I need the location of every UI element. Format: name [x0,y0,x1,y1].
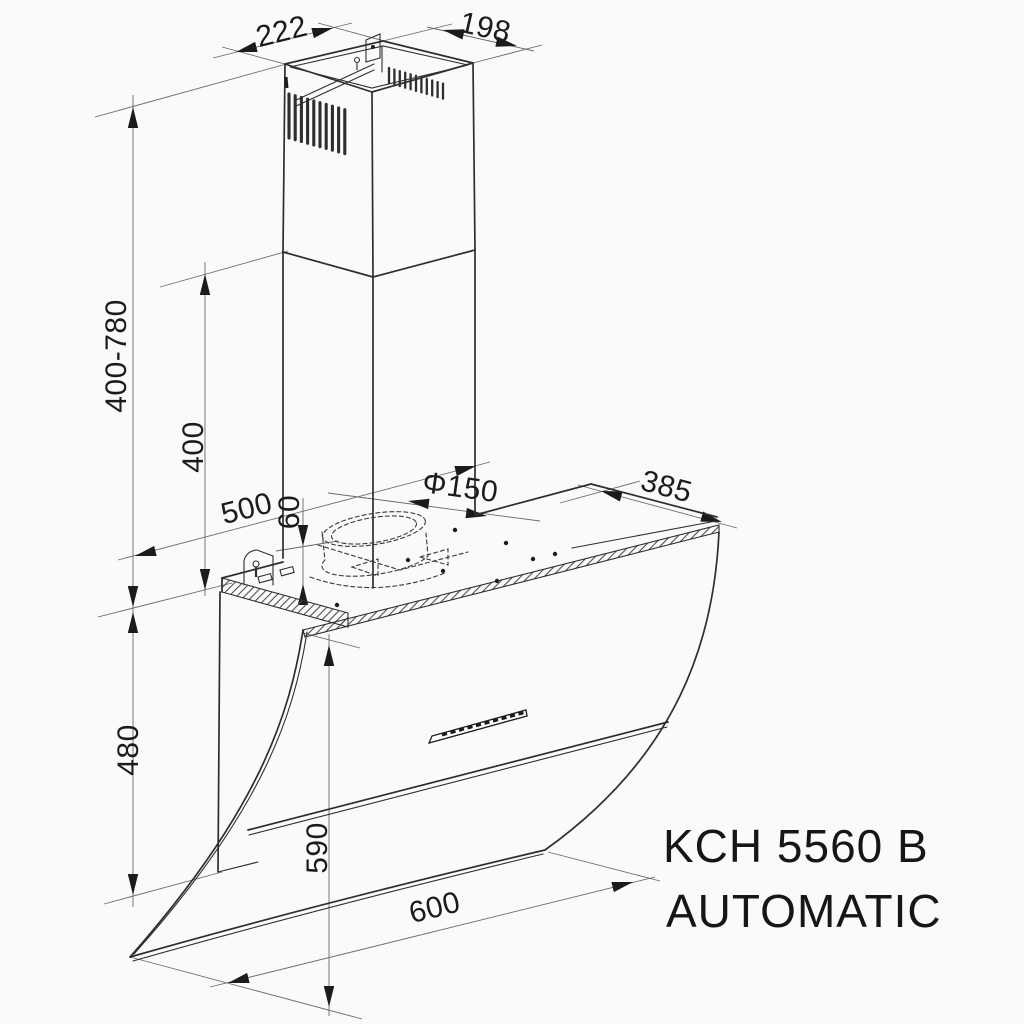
dim-chimney-height-range: 400-780 [100,299,133,413]
edge-tick [284,76,289,89]
dim-body-height: 480 [112,724,145,776]
dim-glass-height: 590 [301,822,334,874]
chimney-lower-section [282,249,476,589]
chimney-upper-section [282,33,476,278]
dimension-arrowheads [127,28,722,1007]
glass-seam [247,721,669,831]
vent-slats-right [387,66,445,100]
control-panel-strip [427,709,528,744]
canopy-bottom-edge [217,861,259,873]
dim-chimney-lower-height: 400 [177,421,210,473]
glass-top-edge [302,524,720,638]
duct-collar [309,511,469,589]
dim-duct-diameter: Φ150 [420,466,500,509]
dim-wall-to-front-depth: 500 [218,487,276,531]
control-buttons [441,711,524,737]
vent-slats-left [287,92,347,156]
canopy-left-edge [217,591,221,873]
wall-bracket [243,549,295,586]
dim-hood-width: 600 [406,886,464,930]
dim-body-top-depth: 385 [637,464,695,509]
glass-panel [129,524,720,962]
hood-body [217,483,718,873]
product-title: KCH 5560 B AUTOMATIC [663,820,942,937]
dim-chimney-top-depth: 222 [253,10,311,54]
product-model: KCH 5560 B [663,820,929,872]
product-series: AUTOMATIC [666,885,942,937]
dim-body-frame-height: 60 [273,495,306,529]
dim-chimney-top-width: 198 [456,6,514,50]
body-front-left-edge [221,577,349,628]
